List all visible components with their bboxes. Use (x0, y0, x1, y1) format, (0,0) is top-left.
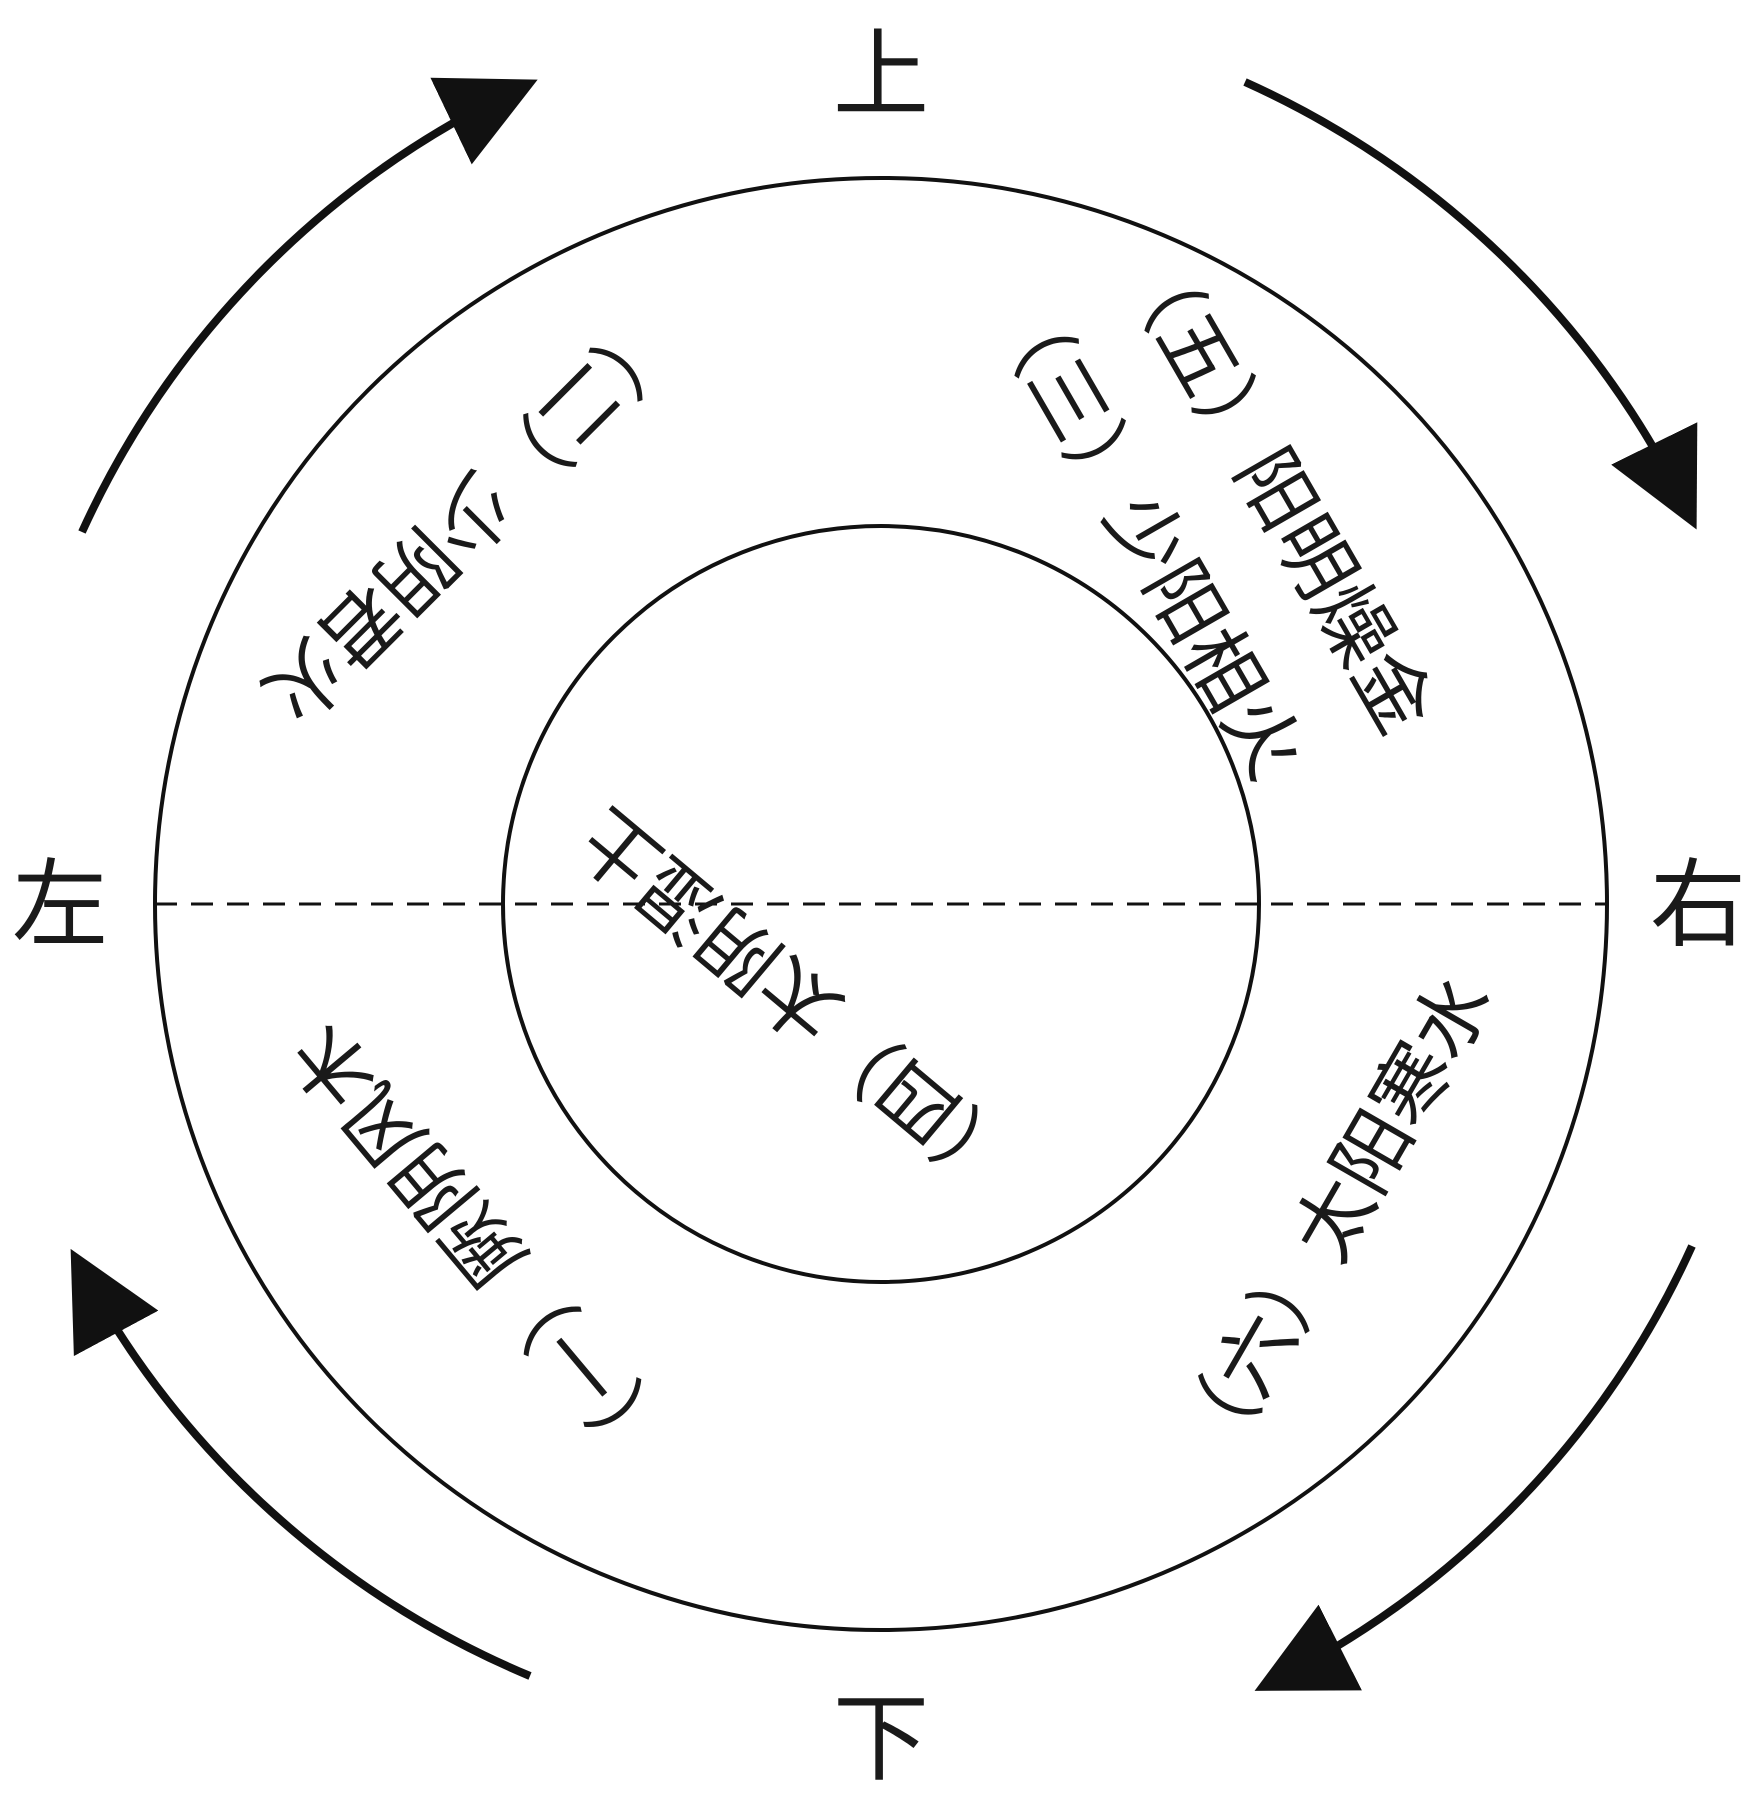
direction-label-left: 左 (12, 849, 108, 961)
lower-left-arrow (70, 1248, 532, 1680)
segment-label-taiyin-shitu: （四）太阴湿土 (562, 790, 1038, 1210)
upper-left-arrow (78, 77, 538, 534)
segment-label-taiyang-hanshui: （六）太阳寒水 (1160, 961, 1511, 1479)
segment-label-jueyin-fengmu: （一）厥阴风木 (275, 1007, 695, 1483)
segment-label-shaoyin-junhuo: （二）少阴君火 (245, 290, 695, 740)
direction-label-bottom: 下 (833, 1683, 929, 1795)
inner-ring (501, 524, 1261, 1284)
direction-label-top: 上 (833, 19, 929, 131)
direction-label-right: 右 (1650, 849, 1746, 961)
upper-right-arrow (1243, 78, 1698, 530)
lower-right-arrow (1254, 1244, 1696, 1691)
